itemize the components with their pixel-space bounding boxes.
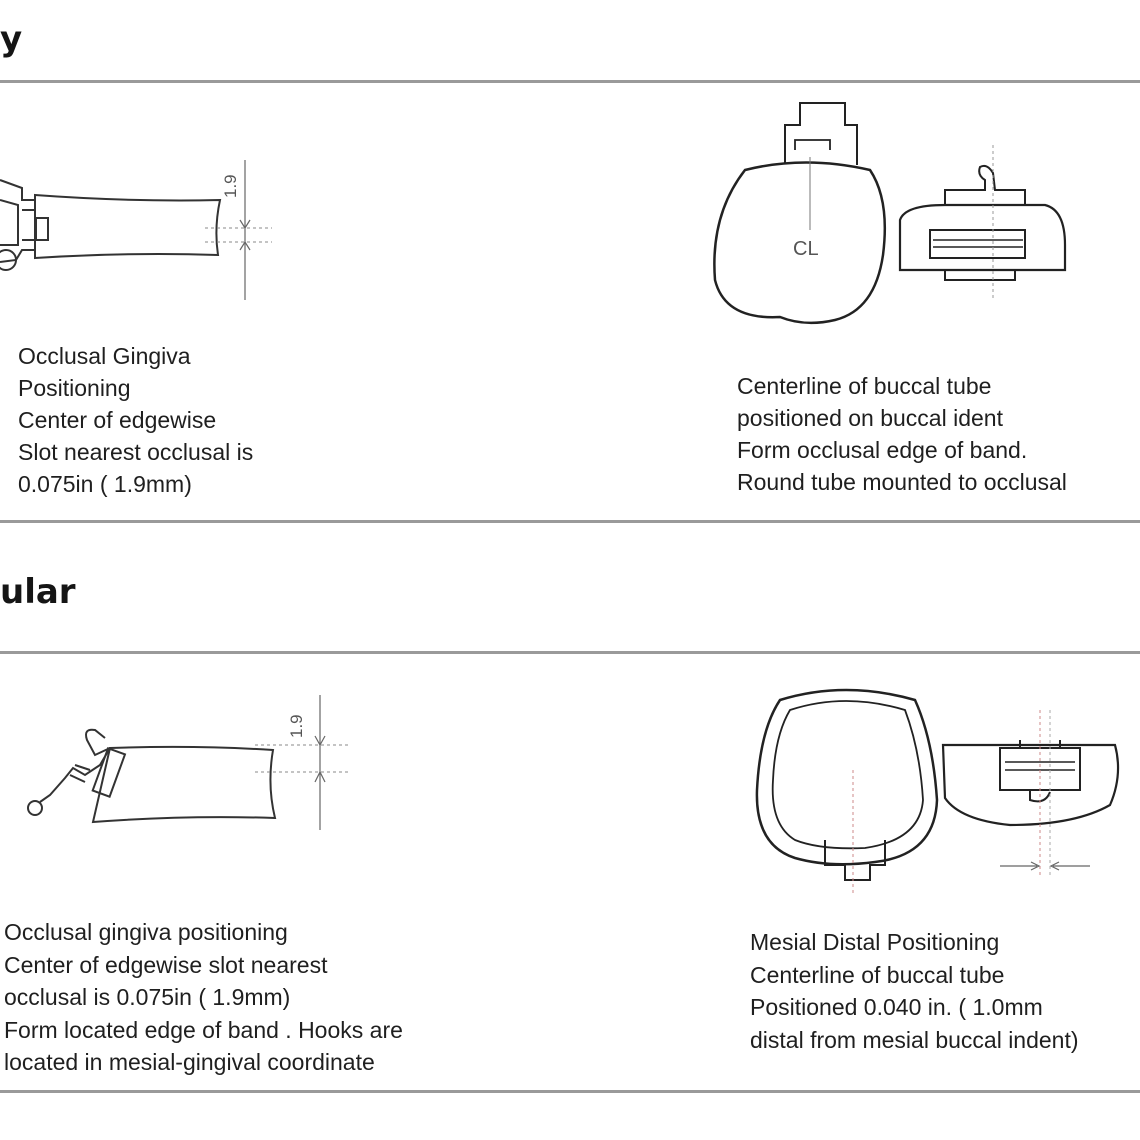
description-line: Center of edgewise slot nearest [4, 951, 328, 978]
section-2-top-divider [0, 651, 1140, 654]
section-2-dimension-label: 1.9 [287, 714, 306, 738]
description-line: Positioned 0.040 in. ( 1.0mm [750, 994, 1043, 1020]
section-1-heading: y [0, 19, 23, 59]
description-line: 0.075in ( 1.9mm) [18, 471, 192, 497]
section-2-left-figure: 1.9 [15, 690, 360, 840]
section-1-right-description: Centerline of buccal tube positioned on … [737, 370, 1067, 498]
description-line: located in mesial-gingival coordinate [4, 1049, 375, 1075]
description-line: distal from mesial buccal indent) [750, 1026, 1079, 1053]
description-line: Form located edge of band . Hooks are [4, 1016, 403, 1043]
section-1-top-divider [0, 80, 1140, 83]
section-2-right-description: Mesial Distal Positioning Centerline of … [750, 926, 1079, 1056]
description-line: Center of edgewise [18, 407, 217, 433]
section-1-right-figure: CL [705, 95, 1085, 335]
section-1-left-figure: 1.9 [0, 150, 290, 310]
description-line: occlusal is 0.075in ( 1.9mm) [4, 984, 291, 1010]
description-line: positioned on buccal ident [737, 405, 1003, 431]
description-line: Slot nearest occlusal is [18, 439, 254, 465]
description-line: Centerline of buccal tube [750, 961, 1005, 988]
section-2-bottom-divider [0, 1090, 1140, 1093]
section-1-centerline-label: CL [793, 238, 819, 260]
description-line: Occlusal gingiva positioning [4, 919, 288, 945]
section-1-left-description: Occlusal Gingiva Positioning Center of e… [18, 340, 253, 500]
description-line: Round tube mounted to occlusal [737, 469, 1067, 495]
description-line: Positioning [18, 375, 131, 401]
section-2-heading: ular [0, 572, 76, 612]
description-line: Centerline of buccal tube [737, 373, 992, 399]
section-2-right-figure [745, 680, 1130, 900]
description-line: Form occlusal edge of band. [737, 437, 1028, 463]
section-1-dimension-label: 1.9 [221, 174, 240, 198]
description-line: Occlusal Gingiva [18, 343, 191, 369]
section-1-bottom-divider [0, 520, 1140, 523]
description-line: Mesial Distal Positioning [750, 929, 1000, 955]
section-2-left-description: Occlusal gingiva positioning Center of e… [4, 916, 403, 1079]
